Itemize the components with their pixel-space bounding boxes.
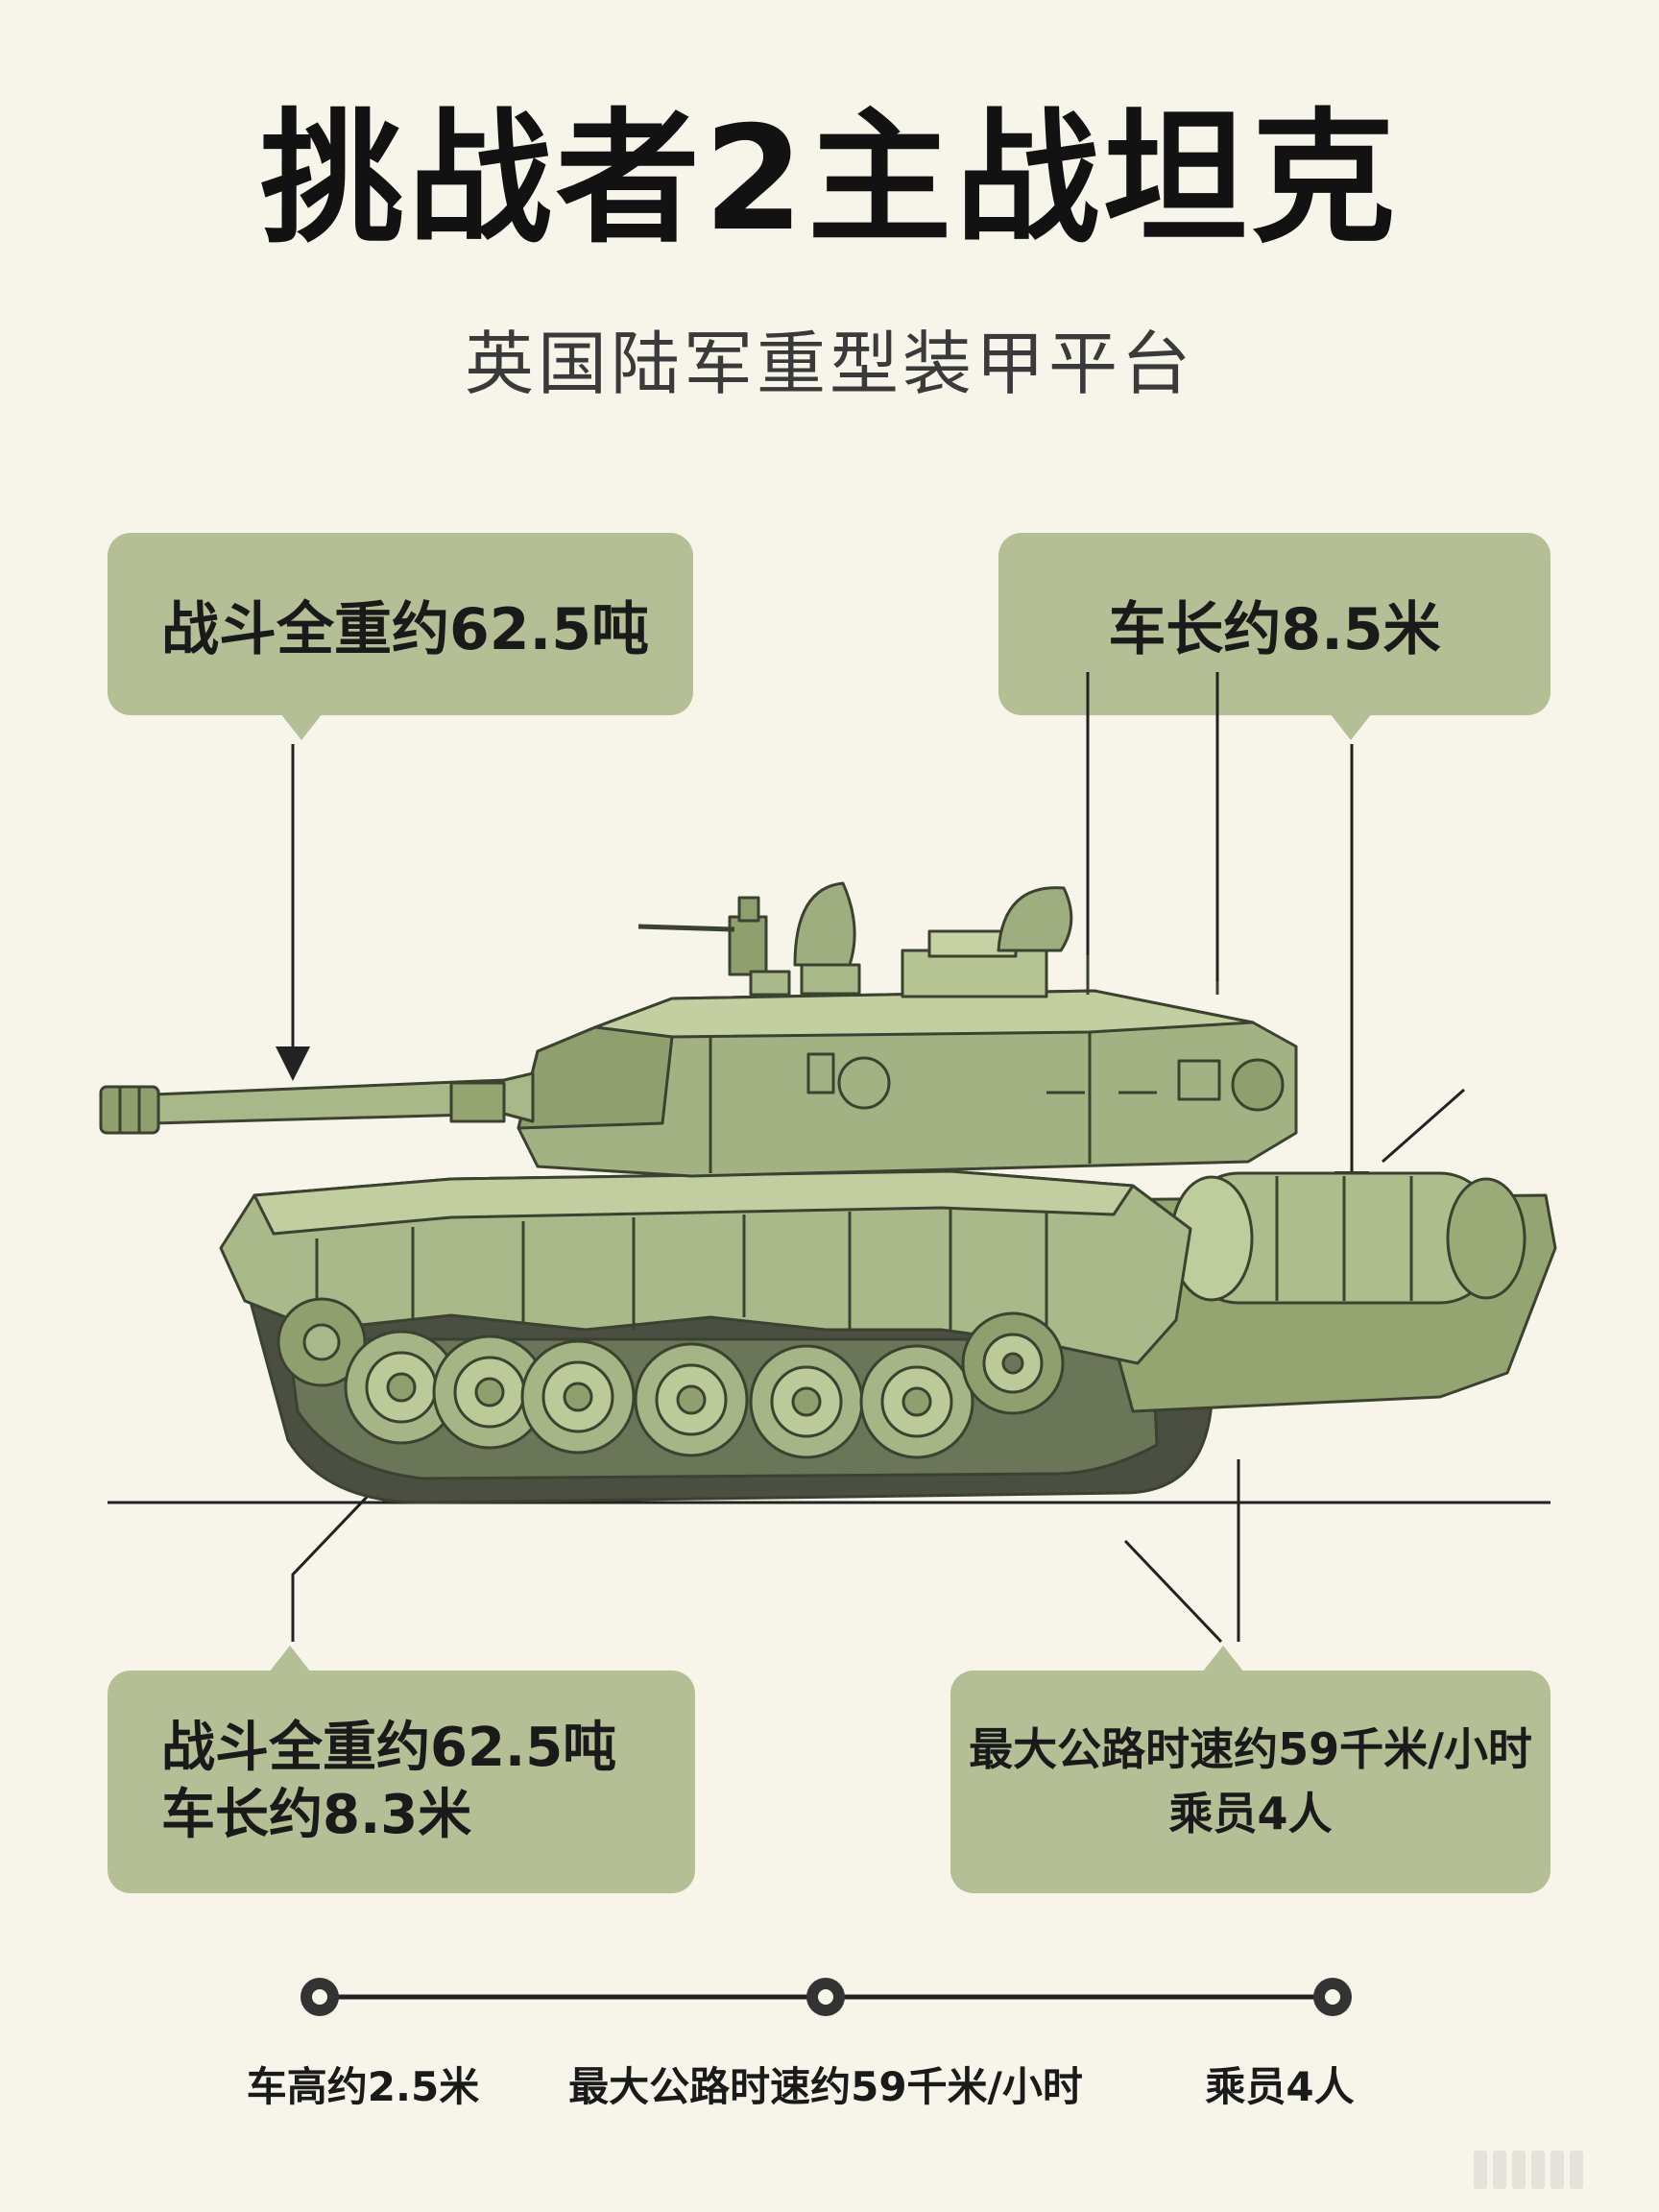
callout-bottom-left-line1: 战斗全重约62.5吨 [161, 1717, 617, 1779]
turret-port [837, 1056, 891, 1110]
callout-bottom-left: 战斗全重约62.5吨 车长约8.3米 [108, 1646, 695, 1893]
machine-gun [637, 896, 791, 997]
watermark-bars [1474, 2151, 1632, 2191]
callout-bottom-right-line1: 最大公路时速约59千米/小时 [969, 1723, 1532, 1776]
timeline-label-crew: 乘员4人 [1205, 2063, 1355, 2110]
hull-top [252, 1169, 1135, 1236]
timeline-node [806, 1978, 845, 2016]
callout-bottom-left-line2: 车长约8.3米 [161, 1784, 472, 1846]
callout-pointer [1202, 1646, 1244, 1672]
callout-top-right-text: 车长约8.5米 [1108, 595, 1441, 663]
commander-sight [997, 886, 1073, 952]
hull-panels [315, 1210, 1048, 1344]
gunner-sight [793, 881, 856, 967]
callout-top-right: 车长约8.5米 [998, 533, 1551, 740]
turret-sight-box [1177, 1059, 1221, 1101]
callout-bottom-right: 最大公路时速约59千米/小时 乘员4人 [950, 1646, 1551, 1893]
turret-front [517, 1025, 674, 1130]
callout-pointer [280, 713, 323, 740]
turret-sight-circle [1231, 1058, 1285, 1112]
callout-top-left: 战斗全重约62.5吨 [108, 533, 693, 740]
turret-hatch-mark [806, 1052, 835, 1094]
fume-extractor [449, 1081, 506, 1123]
muzzle-brake [99, 1085, 160, 1135]
page-subtitle: 英国陆军重型装甲平台 [464, 324, 1194, 404]
timeline-label-height: 车高约2.5米 [246, 2063, 480, 2110]
leader-rear [1382, 1088, 1465, 1164]
leader-lines [276, 672, 1465, 1644]
callout-pointer [269, 1646, 311, 1672]
leader-bottom-left [291, 1467, 396, 1642]
callout-top-left-text: 战斗全重约62.5吨 [161, 595, 650, 663]
idler-wheel [276, 1297, 367, 1387]
timeline-label-speed: 最大公路时速约59千米/小时 [568, 2063, 1083, 2110]
tank-illustration [99, 881, 1557, 1504]
drive-sprocket [961, 1311, 1065, 1415]
page-title: 挑战者2主战坦克 [259, 96, 1400, 263]
main-gun [99, 1071, 535, 1135]
road-wheels [344, 1330, 974, 1459]
spec-timeline [301, 1978, 1352, 2016]
timeline-node [1313, 1978, 1352, 2016]
leader-bottom-right-b [1123, 1539, 1223, 1644]
exhaust-group [1169, 1171, 1527, 1305]
commander-cupola [901, 949, 1048, 998]
timeline-node [301, 1978, 339, 2016]
callout-bottom-right-line2: 乘员4人 [1168, 1788, 1333, 1839]
callout-pointer [1330, 713, 1372, 740]
